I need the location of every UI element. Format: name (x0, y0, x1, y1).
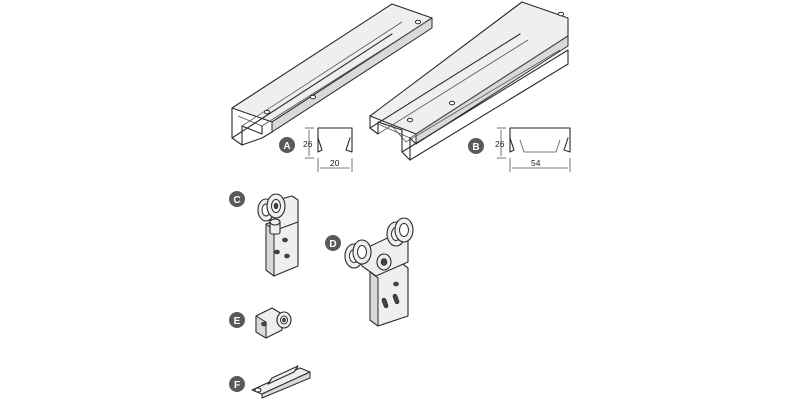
dim-b-height: 26 (495, 139, 505, 149)
badge-c-label: C (233, 195, 240, 206)
part-c (257, 193, 299, 277)
badge-f: F (229, 376, 245, 392)
badge-a-label: A (283, 141, 290, 152)
badge-d-label: D (329, 239, 336, 250)
badge-b-label: B (472, 142, 479, 153)
dim-a-height: 26 (303, 139, 313, 149)
part-e (255, 307, 292, 339)
profile-a (305, 127, 353, 172)
badge-c: C (229, 191, 245, 207)
badge-d: D (325, 235, 341, 251)
badge-e-label: E (234, 316, 241, 327)
rail-b (369, 1, 569, 161)
badge-f-label: F (234, 380, 240, 391)
dim-b-width: 54 (531, 158, 541, 168)
rail-a (231, 3, 433, 146)
badge-b: B (468, 138, 484, 154)
part-f (251, 365, 311, 399)
dim-a-width: 20 (330, 158, 340, 168)
part-d (344, 217, 414, 327)
profile-b (497, 127, 571, 172)
badge-a: A (279, 137, 295, 153)
badge-e: E (229, 312, 245, 328)
